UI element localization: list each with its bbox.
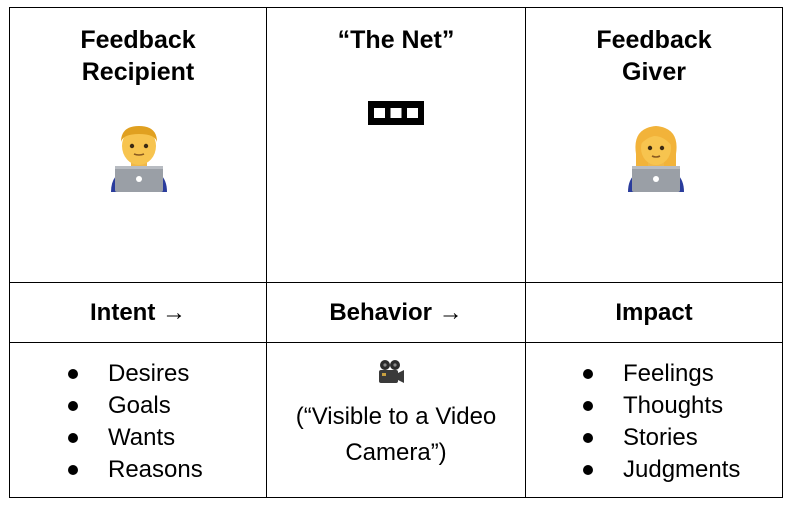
behavior-header: Behavior → — [267, 283, 526, 343]
list-item: Desires — [68, 358, 203, 390]
behavior-description: (“Visible to a Video Camera”) — [267, 399, 525, 471]
impact-header: Impact — [526, 283, 782, 343]
net-cell: “The Net” — [267, 8, 526, 283]
behavior-description-line2: Camera”) — [345, 439, 447, 466]
impact-list: Feelings Thoughts Stories Judgments — [583, 358, 740, 486]
intent-header: Intent → — [10, 283, 267, 343]
list-item: Wants — [68, 422, 203, 454]
movie-camera-icon — [379, 360, 404, 383]
list-item: Reasons — [68, 454, 203, 486]
woman-technologist-icon — [628, 126, 684, 192]
list-item: Stories — [583, 422, 740, 454]
recipient-title-line2: Recipient — [81, 58, 195, 86]
recipient-title-line1: Feedback — [80, 26, 196, 54]
list-item: Feelings — [583, 358, 740, 390]
giver-title: Feedback Giver — [526, 24, 782, 88]
net-title: “The Net” — [337, 26, 455, 54]
net-icon — [368, 101, 424, 125]
recipient-cell: Feedback Recipient — [10, 8, 267, 283]
man-technologist-icon — [111, 126, 167, 192]
giver-title-line2: Giver — [622, 58, 686, 86]
recipient-title: Feedback Recipient — [10, 24, 266, 88]
list-item: Goals — [68, 390, 203, 422]
list-item: Judgments — [583, 454, 740, 486]
giver-title-line1: Feedback — [596, 26, 712, 54]
intent-list-cell: Desires Goals Wants Reasons — [10, 343, 267, 497]
giver-cell: Feedback Giver — [526, 8, 782, 283]
intent-behavior-impact-table: Feedback Recipient “The Net” Feedback — [9, 7, 783, 498]
behavior-description-line1: (“Visible to a Video — [295, 403, 497, 430]
behavior-description-cell: (“Visible to a Video Camera”) — [267, 343, 526, 497]
impact-list-cell: Feelings Thoughts Stories Judgments — [526, 343, 782, 497]
list-item: Thoughts — [583, 390, 740, 422]
intent-list: Desires Goals Wants Reasons — [68, 358, 203, 486]
